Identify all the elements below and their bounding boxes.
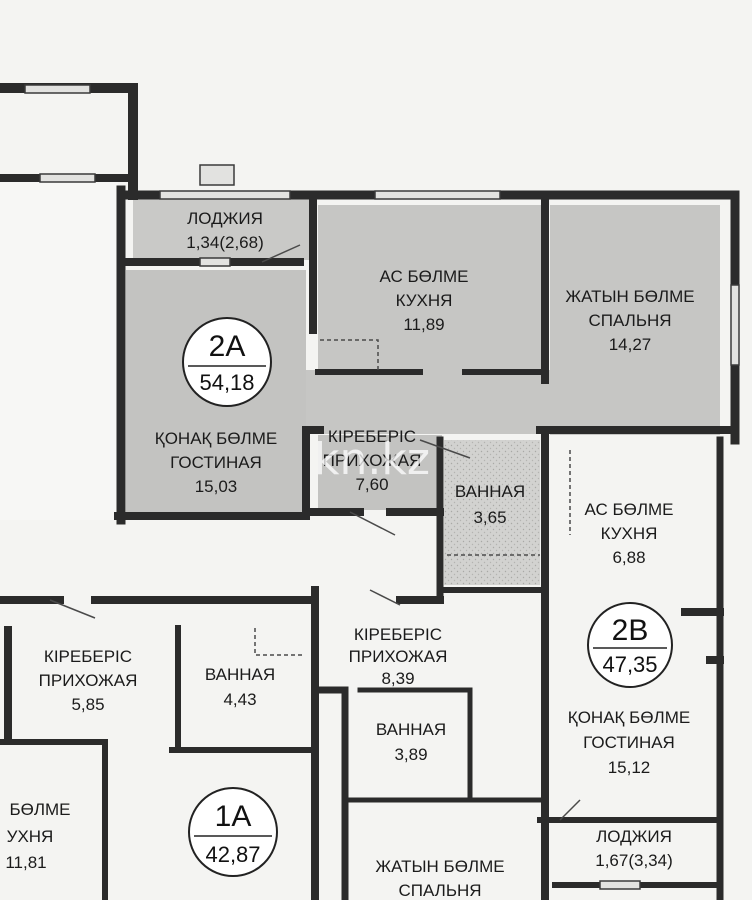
kitchen-1a-ru: УХНЯ <box>7 827 54 846</box>
badge-1a-code: 1A <box>215 800 252 833</box>
hall-1a-kz: КІРЕБЕРІС <box>44 647 132 666</box>
hall-mid-area: 8,39 <box>381 669 414 688</box>
radiator-top <box>199 164 235 186</box>
badge-2a-area: 54,18 <box>199 370 254 395</box>
kitchen-2b-kz: АС БӨЛМЕ <box>584 500 673 519</box>
bedroom-2a-kz: ЖАТЫН БӨЛМЕ <box>565 287 694 306</box>
badge-1a: 1A 42,87 <box>188 787 278 877</box>
room-labels: ЛОДЖИЯ 1,34(2,68) АС БӨЛМЕ КУХНЯ 11,89 Ж… <box>5 209 694 900</box>
hall-mid-ru: ПРИХОЖАЯ <box>349 647 448 666</box>
fill-kitchen-2a <box>318 205 542 373</box>
bath-2a-name: ВАННАЯ <box>455 482 525 501</box>
bath-mid-name: ВАННАЯ <box>376 720 446 739</box>
window-top-left <box>24 84 91 94</box>
fill-bath-2a <box>444 440 540 585</box>
living-2b-ru: ГОСТИНАЯ <box>583 733 675 752</box>
watermark-text: kn.kz <box>314 434 430 485</box>
bedroom-bottom-kz: ЖАТЫН БӨЛМЕ <box>375 857 504 876</box>
room-fills <box>0 180 720 585</box>
bedroom-2a-area: 14,27 <box>609 335 652 354</box>
living-2a-kz: ҚОНАҚ БӨЛМЕ <box>155 429 277 448</box>
fill-hall-2a <box>318 435 442 510</box>
fill-bedroom-2a <box>550 205 720 435</box>
bath-1a-area: 4,43 <box>223 690 256 709</box>
kitchen-1a-kz: БӨЛМЕ <box>9 800 70 819</box>
hall-1a-ru: ПРИХОЖАЯ <box>39 671 138 690</box>
badge-2b-code: 2B <box>612 614 649 647</box>
badge-1a-area: 42,87 <box>205 842 260 867</box>
badge-2b: 2B 47,35 <box>587 602 673 688</box>
window-bedroom-2a <box>730 284 740 366</box>
walls <box>0 83 740 900</box>
bedroom-bottom-ru: СПАЛЬНЯ <box>398 881 481 900</box>
bath-1a-name: ВАННАЯ <box>205 665 275 684</box>
window-left-unit <box>39 173 96 183</box>
hall-1a-area: 5,85 <box>71 695 104 714</box>
hall-2a-area: 7,60 <box>355 475 388 494</box>
badge-2b-area: 47,35 <box>602 652 657 677</box>
kitchen-2a-kz: АС БӨЛМЕ <box>379 267 468 286</box>
kitchen-2b-ru: КУХНЯ <box>601 524 658 543</box>
badge-2a-code: 2A <box>209 330 246 363</box>
window-kitchen-2a <box>374 190 501 200</box>
fill-left-unit <box>0 180 118 520</box>
loggia-2a-area: 1,34(2,68) <box>186 233 264 252</box>
living-2b-area: 15,12 <box>608 758 651 777</box>
kitchen-1a-area: 11,81 <box>5 853 46 872</box>
kitchen-2a-area: 11,89 <box>403 315 444 334</box>
kitchen-2b-area: 6,88 <box>612 548 645 567</box>
window-loggia-2b <box>599 880 641 890</box>
window-loggia-2a-top <box>159 190 291 200</box>
badge-2a: 2A 54,18 <box>182 317 272 407</box>
fill-loggia-2a <box>133 198 313 260</box>
watermark: kn.kz <box>314 434 430 485</box>
bath-mid-area: 3,89 <box>394 745 427 764</box>
living-2a-area: 15,03 <box>195 477 238 496</box>
hall-mid-kz: КІРЕБЕРІС <box>354 625 442 644</box>
loggia-2b-area: 1,67(3,34) <box>595 851 673 870</box>
door-swings <box>49 244 581 821</box>
windows <box>24 84 740 890</box>
hall-2a-ru: ПРИХОЖАЯ <box>323 451 422 470</box>
living-2b-kz: ҚОНАҚ БӨЛМЕ <box>568 708 690 727</box>
living-2a-ru: ГОСТИНАЯ <box>170 453 262 472</box>
loggia-2b-name: ЛОДЖИЯ <box>596 827 672 846</box>
loggia-2a-name: ЛОДЖИЯ <box>187 209 263 228</box>
hall-2a-kz: КІРЕБЕРІС <box>328 427 416 446</box>
kitchen-2a-ru: КУХНЯ <box>396 291 453 310</box>
bath-2a-area: 3,65 <box>473 508 506 527</box>
window-loggia-2a <box>199 257 231 267</box>
bedroom-2a-ru: СПАЛЬНЯ <box>588 311 671 330</box>
